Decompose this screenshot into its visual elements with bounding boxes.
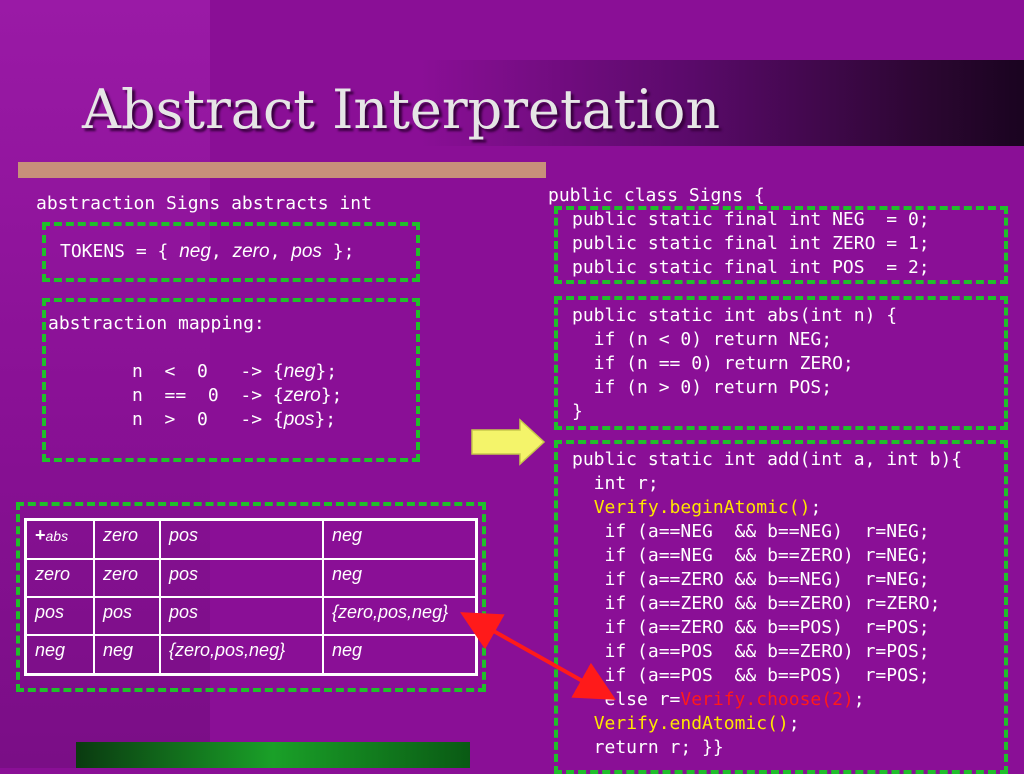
code-line: Verify.beginAtomic(); [572, 496, 962, 520]
tokens-sep: , [269, 241, 292, 262]
table-cell: neg [322, 634, 478, 676]
table-cell: neg [24, 634, 95, 676]
table-row: pos pos pos {zero,pos,neg} [24, 595, 478, 637]
begin-atomic-call: Verify.beginAtomic() [593, 497, 811, 518]
code-line: public static int abs(int n) { [572, 305, 898, 326]
code-line: if (a==POS && b==POS) r=POS; [572, 665, 930, 686]
code-line: if (a==ZERO && b==NEG) r=NEG; [572, 569, 930, 590]
mapping-end: }; [315, 361, 338, 382]
abs-method-box [554, 296, 1008, 430]
mapping-expr: n > 0 -> { [132, 409, 284, 430]
code-line: } [572, 401, 583, 422]
semicolon: ; [853, 689, 865, 710]
mapping-val: zero [283, 385, 321, 406]
end-atomic-call: Verify.endAtomic() [593, 713, 789, 734]
title-underline-bar [18, 162, 546, 178]
tokens-line: TOKENS = { neg, zero, pos }; [60, 240, 354, 264]
table-cell: pos [93, 595, 161, 637]
mapping-expr: n < 0 -> { [132, 361, 284, 382]
table-box [16, 502, 486, 692]
table-cell: neg [322, 557, 478, 598]
table-header-cell: pos [159, 518, 324, 560]
class-header: public class Signs { [548, 185, 765, 206]
code-line: return r; }} [572, 737, 724, 758]
code-line: public static final int ZERO = 1; [572, 233, 930, 254]
abs-add-table: +abs zero pos neg zero zero pos neg pos … [24, 518, 478, 676]
table-cell: pos [159, 595, 324, 637]
constants-box [554, 206, 1008, 284]
tokens-box [42, 222, 420, 282]
semicolon: ; [810, 497, 822, 518]
verify-choose-call: Verify.choose(2) [680, 689, 854, 710]
code-line: if (a==NEG && b==NEG) r=NEG; [572, 521, 930, 542]
mapping-val: neg [283, 361, 316, 382]
code-line: if (a==POS && b==ZERO) r=POS; [572, 641, 930, 662]
abs-subscript: abs [45, 528, 69, 544]
right-arrow-icon [471, 418, 546, 466]
semicolon: ; [788, 713, 800, 734]
token-pos: pos [291, 241, 322, 262]
code-line: if (a==NEG && b==ZERO) r=NEG; [572, 545, 930, 566]
table-cell: {zero,pos,neg} [159, 634, 324, 676]
table-cell: pos [159, 557, 324, 598]
table-header-cell: neg [322, 518, 478, 560]
code-line: if (n > 0) return POS; [572, 377, 833, 398]
mapping-box [42, 298, 420, 462]
constants-code: public static final int NEG = 0; public … [572, 208, 930, 280]
code-line: int r; [572, 473, 659, 494]
abs-method-code: public static int abs(int n) { if (n < 0… [572, 304, 897, 424]
mapping-expr: n == 0 -> { [132, 385, 284, 406]
slide-title: Abstract Interpretation [82, 78, 721, 141]
plus-symbol: + [35, 525, 46, 545]
code-line: public static int add(int a, int b){ [572, 449, 963, 470]
table-cell: zero [24, 557, 95, 598]
table-cell: zero [93, 557, 161, 598]
mapping-end: }; [314, 409, 337, 430]
table-header-row: +abs zero pos neg [24, 518, 478, 560]
mapping-title: abstraction mapping: [48, 313, 265, 334]
table-cell: pos [24, 595, 95, 637]
table-header-cell: zero [93, 518, 161, 560]
code-line: public static final int NEG = 0; [572, 209, 930, 230]
mapping-row-neg: n < 0 -> {neg}; [132, 360, 337, 384]
mapping-row-zero: n == 0 -> {zero}; [132, 384, 342, 408]
mapping-row-pos: n > 0 -> {pos}; [132, 408, 336, 432]
code-line: if (a==ZERO && b==ZERO) r=ZERO; [572, 593, 941, 614]
code-line: if (n == 0) return ZERO; [572, 353, 854, 374]
background-green-strip [76, 742, 470, 768]
mapping-end: }; [320, 385, 343, 406]
table-cell-target: {zero,pos,neg} [322, 595, 478, 637]
code-line: if (n < 0) return NEG; [572, 329, 833, 350]
code-line: public static final int POS = 2; [572, 257, 930, 278]
table-row: zero zero pos neg [24, 557, 478, 598]
tokens-sep: , [210, 241, 233, 262]
token-zero: zero [232, 241, 270, 262]
code-line: Verify.endAtomic(); [572, 712, 962, 736]
code-line: if (a==ZERO && b==POS) r=POS; [572, 617, 930, 638]
table-row: neg neg {zero,pos,neg} neg [24, 634, 478, 676]
abstraction-header: abstraction Signs abstracts int [36, 193, 372, 214]
tokens-suffix: }; [321, 241, 355, 262]
token-neg: neg [179, 241, 211, 262]
mapping-val: pos [283, 409, 315, 430]
table-corner-cell: +abs [24, 518, 95, 560]
tokens-prefix: TOKENS = { [60, 241, 180, 262]
background-band [420, 60, 1024, 146]
table-cell: neg [93, 634, 161, 676]
